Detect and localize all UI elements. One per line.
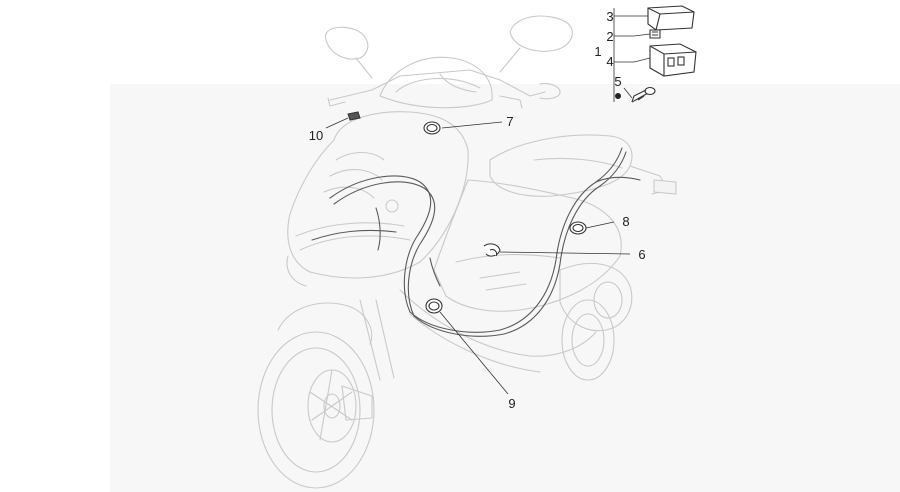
background-panel: [110, 84, 900, 492]
callout-10: 10: [309, 128, 323, 143]
engine-casing: [559, 262, 633, 332]
part-7-cable-clamp: [423, 121, 441, 135]
leader-lines: [325, 8, 651, 395]
part-4-fuse-box: [649, 43, 697, 77]
callout-6: 6: [638, 247, 645, 262]
part-9-cable-clamp: [425, 298, 443, 314]
front-shield: [287, 111, 469, 279]
callout-7: 7: [506, 114, 513, 129]
callout-3: 3: [606, 9, 613, 24]
side-panel: [433, 179, 622, 312]
part-2-fuse: [649, 29, 661, 39]
handlebar: [329, 69, 546, 101]
part-8-cable-clamp: [569, 221, 587, 235]
callout-9: 9: [508, 396, 515, 411]
floorboard: [399, 289, 597, 357]
callout-5: 5: [614, 74, 621, 89]
callout-8: 8: [622, 214, 629, 229]
callout-4: 4: [606, 54, 613, 69]
front-mudguard: [277, 302, 373, 345]
callout-1: 1: [594, 44, 601, 59]
part-5-screw: [631, 86, 656, 103]
callout-labels: 3 2 1 4 5 7 10 8 6 9: [309, 9, 646, 411]
wiring-harness: [311, 147, 641, 337]
upper-cowl: [379, 56, 493, 109]
part-10-clip: [347, 111, 361, 121]
left-mirror: [324, 26, 369, 60]
callout-2: 2: [606, 29, 613, 44]
right-mirror: [509, 15, 573, 52]
front-wheel: [257, 331, 375, 489]
rear-wheel: [561, 299, 615, 381]
part-6-clip: [483, 243, 501, 257]
part-3-fuse-box-cover: [647, 5, 695, 31]
